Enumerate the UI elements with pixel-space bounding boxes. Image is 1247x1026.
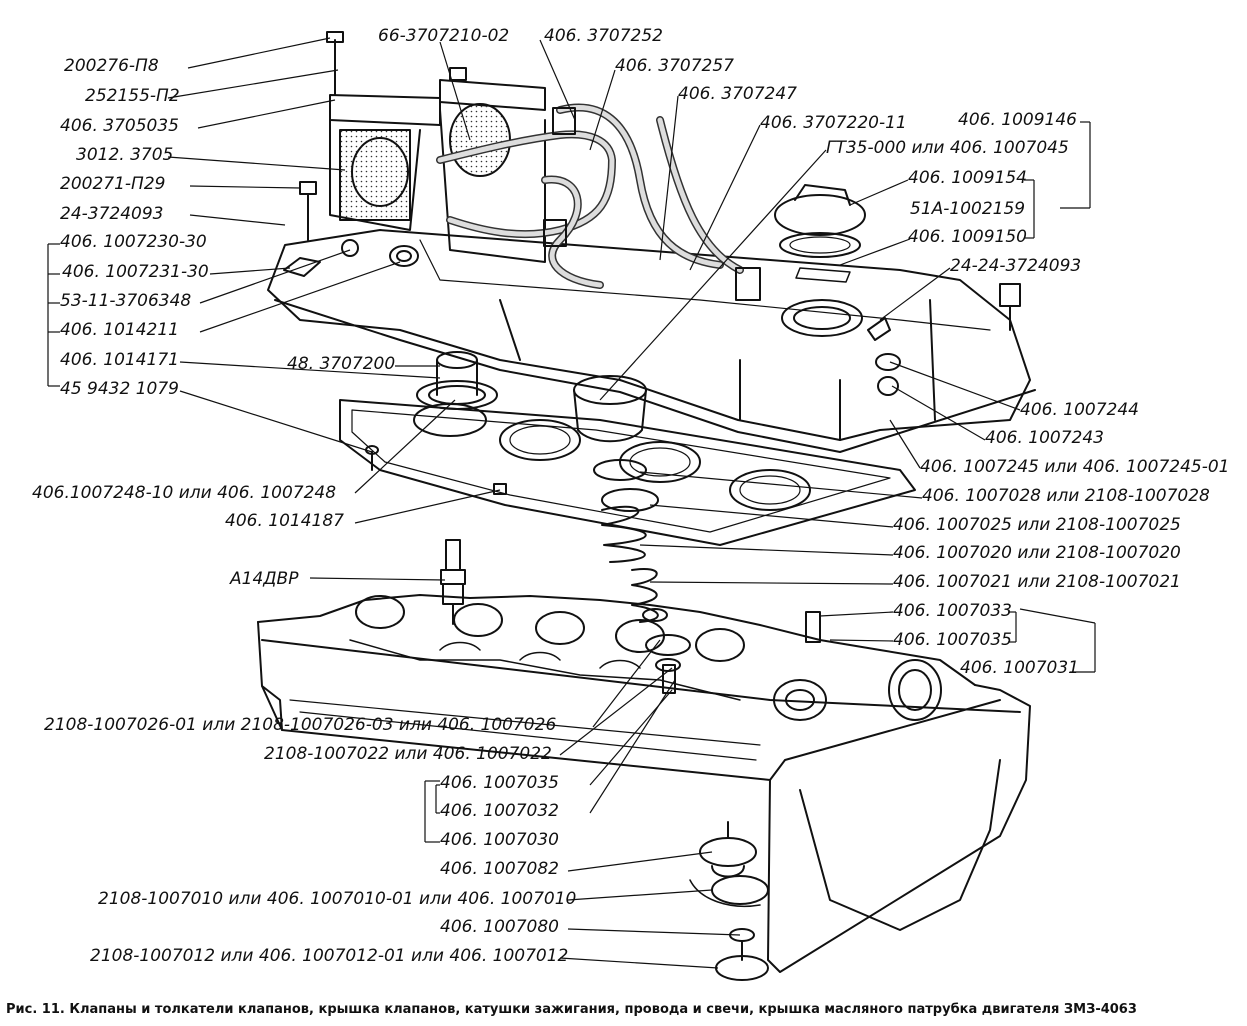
part-label-406-3707247: 406. 3707247	[678, 84, 797, 104]
leader-line	[659, 95, 679, 261]
leader-line	[199, 249, 351, 304]
part-label-406-1007248: 406.1007248-10 или 406. 1007248	[32, 483, 337, 503]
part-label-406-1009146: 406. 1009146	[958, 110, 1077, 130]
cylinder-head	[257, 594, 1031, 973]
part-label-2108-1007012: 2108-1007012 или 406. 1007012-01 или 406…	[90, 946, 569, 966]
leader-line	[649, 581, 894, 585]
part-label-406-1007080: 406. 1007080	[440, 917, 559, 937]
leader-line	[559, 957, 719, 969]
gasket-plate	[339, 399, 916, 546]
leader-line	[819, 611, 894, 617]
leader-line	[179, 361, 441, 379]
leader-line	[891, 385, 986, 441]
part-label-406-1007020: 406. 1007020 или 2108-1007020	[893, 543, 1181, 563]
part-label-406-3707252: 406. 3707252	[544, 26, 663, 46]
part-label-406-1007032: 406. 1007032	[440, 801, 559, 821]
leader-line	[839, 238, 911, 266]
part-label-406-1007033: 406. 1007033	[893, 601, 1012, 621]
leader-line	[354, 399, 456, 494]
part-label-406-1007025: 406. 1007025 или 2108-1007025	[893, 515, 1181, 535]
part-label-406-3707257: 406. 3707257	[615, 56, 734, 76]
part-label-406-1007230-30: 406. 1007230-30	[60, 232, 207, 252]
part-label-2108-1007010: 2108-1007010 или 406. 1007010-01 или 406…	[98, 889, 577, 909]
part-label-406-1007035-lower: 406. 1007035	[440, 773, 559, 793]
part-label-406-3707220-11: 406. 3707220-11	[760, 113, 907, 133]
leader-line	[589, 69, 616, 151]
leader-line	[567, 928, 741, 936]
part-label-3012-3705: 3012. 3705	[76, 145, 174, 165]
part-label-406-1007243: 406. 1007243	[985, 428, 1104, 448]
part-label-66-3707210-02: 66-3707210-02	[378, 26, 510, 46]
part-label-406-1007028: 406. 1007028 или 2108-1007028	[922, 486, 1210, 506]
part-label-a14dvr: А14ДВР	[230, 569, 299, 589]
part-label-200276-p8: 200276-П8	[64, 56, 159, 76]
leader-line	[187, 37, 331, 69]
leader-line	[639, 544, 894, 556]
leader-line	[189, 185, 301, 189]
valve-cover	[267, 229, 1036, 453]
figure-caption: Рис. 11. Клапаны и толкатели клапанов, к…	[6, 1002, 1137, 1017]
leader-line	[354, 489, 501, 524]
part-label-gt35-000: ГТ35-000 или 406. 1007045	[826, 138, 1069, 158]
part-label-406-1007245: 406. 1007245 или 406. 1007245-01	[920, 457, 1230, 477]
part-label-406-1007021: 406. 1007021 или 2108-1007021	[893, 572, 1181, 592]
leader-line	[539, 39, 576, 121]
leader-line	[567, 889, 713, 901]
leader-line	[889, 361, 1021, 411]
leader-line	[167, 69, 339, 99]
leader-line	[1019, 608, 1096, 624]
part-label-406-1014187: 406. 1014187	[225, 511, 344, 531]
part-label-406-1009150: 406. 1009150	[908, 227, 1027, 247]
leader-line	[829, 639, 894, 642]
part-label-406-1009154: 406. 1009154	[908, 168, 1027, 188]
part-label-406-1014211: 406. 1014211	[60, 320, 179, 340]
part-label-406-1007231-30: 406. 1007231-30	[62, 262, 209, 282]
leader-line	[309, 577, 446, 581]
leader-line	[567, 851, 713, 872]
leader-line	[599, 149, 827, 401]
leader-line	[889, 419, 921, 469]
part-label-406-1007082: 406. 1007082	[440, 859, 559, 879]
leader-line	[439, 41, 471, 141]
leader-line	[689, 124, 761, 271]
part-label-200271-p29: 200271-П29	[60, 174, 166, 194]
part-label-24-3724093: 24-3724093	[60, 204, 164, 224]
part-label-2108-1007026: 2108-1007026-01 или 2108-1007026-03 или …	[44, 715, 557, 735]
leader-line	[639, 471, 923, 499]
part-label-406-1007030: 406. 1007030	[440, 830, 559, 850]
part-label-406-1007244: 406. 1007244	[1020, 400, 1139, 420]
oil-filler-cap	[774, 184, 866, 258]
part-label-45-9432-1079: 45 9432 1079	[60, 379, 179, 399]
part-label-24-24-3724093: 24-24-3724093	[950, 256, 1082, 276]
part-label-48-3707200: 48. 3707200	[287, 354, 396, 374]
spark-plug	[440, 539, 466, 625]
leader-line	[649, 504, 894, 528]
part-label-53-11-3706348: 53-11-3706348	[60, 291, 192, 311]
ht-wires	[436, 103, 761, 301]
leader-line	[167, 156, 346, 171]
leader-line	[199, 261, 401, 333]
leader-line	[189, 214, 286, 226]
leader-line	[197, 99, 336, 129]
part-label-406-1007031: 406. 1007031	[960, 658, 1079, 678]
leader-line	[559, 667, 673, 756]
plug-well-seal	[416, 351, 498, 410]
tappet	[573, 375, 647, 443]
part-label-406-1014171: 406. 1014171	[60, 350, 179, 370]
valve-train	[593, 459, 821, 981]
leader-line	[592, 639, 661, 728]
leader-line	[209, 267, 291, 275]
part-label-406-1007035-upper: 406. 1007035	[893, 630, 1012, 650]
leader-line	[879, 267, 951, 321]
leader-line	[849, 179, 909, 206]
part-label-406-3705035: 406. 3705035	[60, 116, 179, 136]
part-label-51a-1002159: 51А-1002159	[910, 199, 1026, 219]
part-label-2108-1007022: 2108-1007022 или 406. 1007022	[264, 744, 552, 764]
small-parts	[283, 239, 1021, 495]
leader-line	[589, 679, 676, 814]
leader-line	[179, 390, 373, 453]
part-label-252155-p2: 252155-П2	[85, 86, 180, 106]
